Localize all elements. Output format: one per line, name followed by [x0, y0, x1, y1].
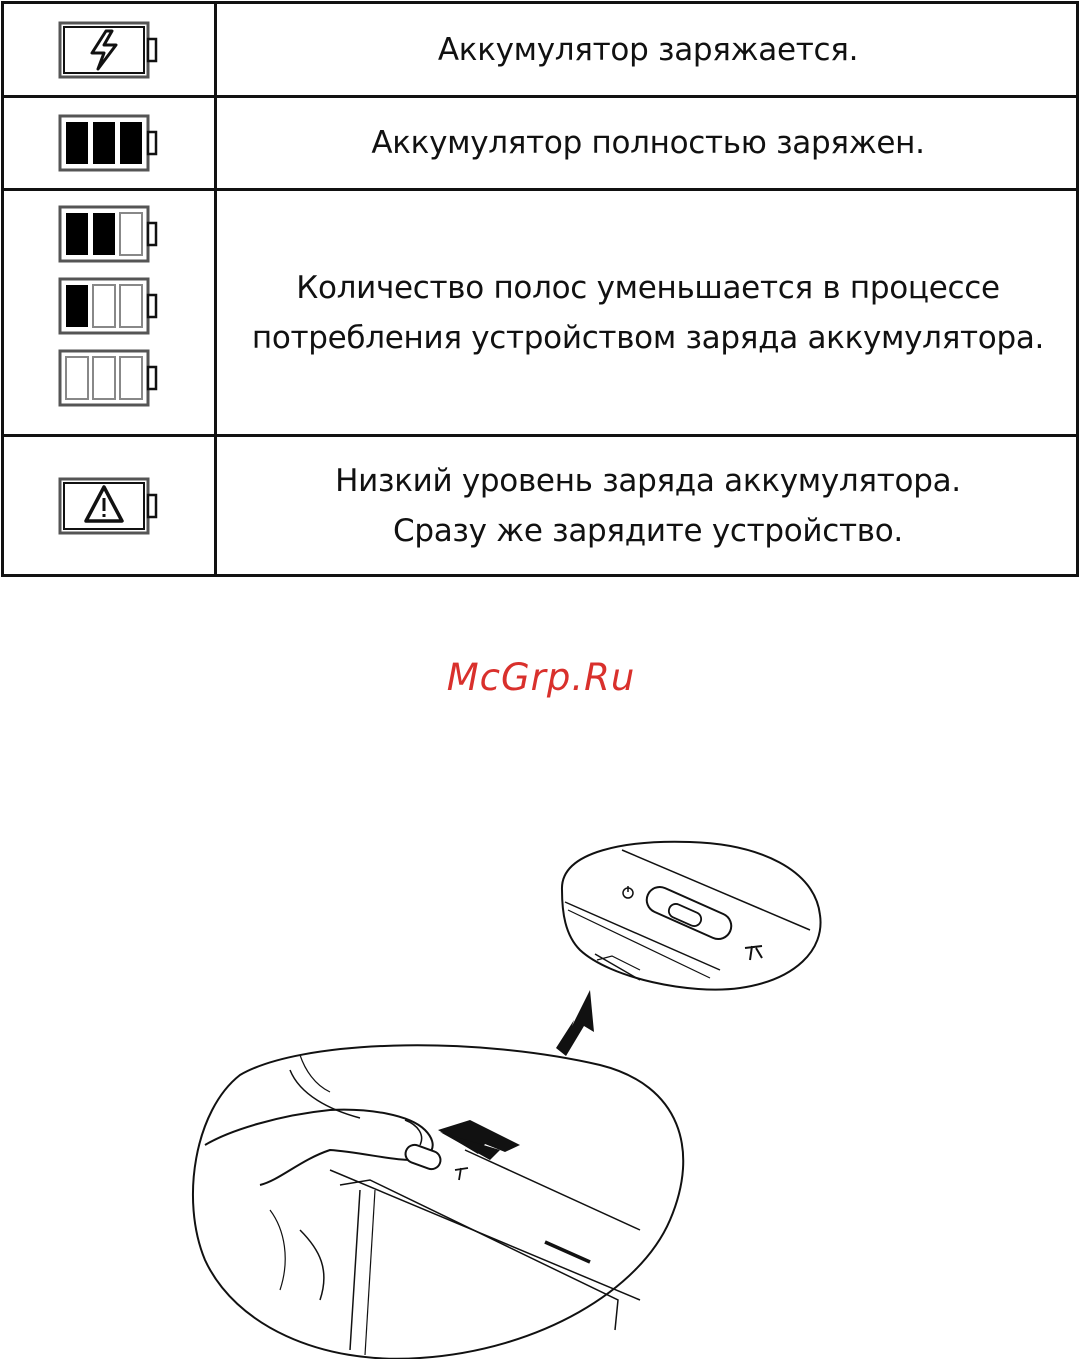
watermark-logo: McGrp.Ru	[0, 656, 1082, 699]
battery-charging-icon	[58, 21, 158, 79]
table-row-text-cell: Аккумулятор полностью заряжен.	[217, 98, 1079, 188]
table-row-icon-cell	[0, 437, 215, 575]
table-row-icon-cell	[0, 4, 215, 95]
row-text-line: Аккумулятор заряжается.	[438, 25, 858, 75]
row-text-line: потребления устройством заряда аккумулят…	[252, 313, 1044, 363]
row-text-line: Низкий уровень заряда аккумулятора.	[335, 456, 961, 506]
battery-status-table: Аккумулятор заряжается. Аккумулятор полн…	[0, 0, 1082, 580]
finger-press-view	[193, 1045, 683, 1358]
arrow-icon	[556, 990, 594, 1056]
battery-decreasing-icons	[0, 191, 215, 434]
row-text-line: Аккумулятор полностью заряжен.	[371, 118, 924, 168]
table-row-text-cell: Аккумулятор заряжается.	[217, 4, 1079, 95]
table-row-text-cell: Количество полос уменьшается в процессе …	[217, 191, 1079, 434]
row-text-line: Сразу же зарядите устройство.	[393, 506, 903, 556]
row-text-line: Количество полос уменьшается в процессе	[296, 263, 999, 313]
battery-levels-icon	[58, 205, 158, 420]
battery-full-icon	[58, 114, 158, 172]
table-row-icon-cell	[0, 98, 215, 188]
table-row-text-cell: Низкий уровень заряда аккумулятора. Сраз…	[217, 437, 1079, 575]
battery-low-warning-icon	[58, 477, 158, 535]
power-switch-illustration	[0, 830, 1082, 1359]
magnified-switch-view	[562, 842, 821, 990]
